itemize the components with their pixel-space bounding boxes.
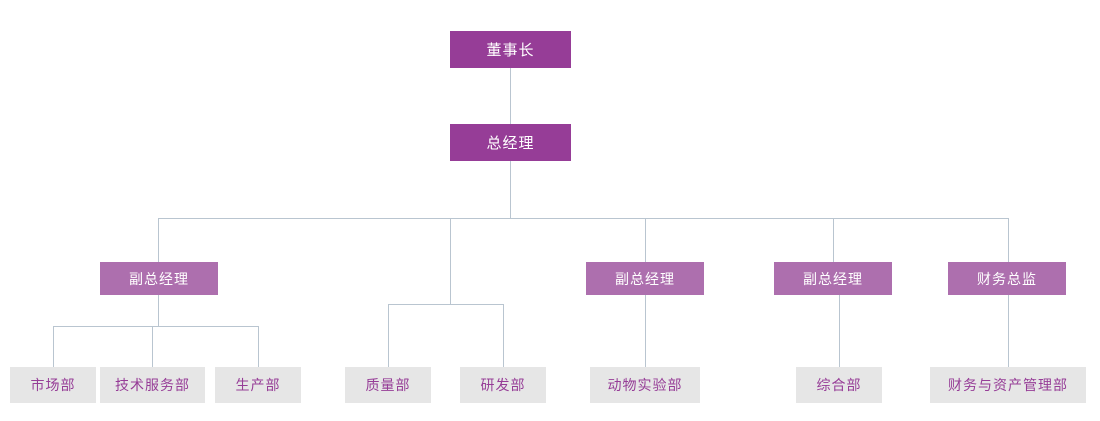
connector-vp1-stem	[158, 295, 159, 326]
connector-vp1-to-production	[258, 326, 259, 367]
connector-bus-to-vp3	[833, 218, 834, 262]
connector-bus-to-cfo	[1008, 218, 1009, 262]
connector-vp1-to-tech-service	[152, 326, 153, 367]
node-vp-1[interactable]: 副总经理	[100, 262, 218, 295]
node-chairman[interactable]: 董事长	[450, 31, 571, 68]
node-cfo[interactable]: 财务总监	[948, 262, 1066, 295]
connector-gm-stem	[510, 161, 511, 218]
connector-vp1-bus	[53, 326, 258, 327]
node-general-manager[interactable]: 总经理	[450, 124, 571, 161]
node-dept-general-affairs[interactable]: 综合部	[796, 367, 882, 403]
connector-gm-to-rnd	[503, 304, 504, 367]
connector-bus-to-vp2	[645, 218, 646, 262]
node-dept-rnd[interactable]: 研发部	[460, 367, 546, 403]
node-dept-production[interactable]: 生产部	[215, 367, 301, 403]
connector-gm-to-quality	[388, 304, 389, 367]
connector-vp3-to-general-affairs	[839, 295, 840, 367]
connector-vp2-to-animal-lab	[645, 295, 646, 367]
connector-chairman-to-gm	[510, 68, 511, 124]
connector-bus-to-quality-rnd	[450, 218, 451, 304]
node-dept-marketing[interactable]: 市场部	[10, 367, 96, 403]
connector-main-bus	[158, 218, 1009, 219]
connector-gm-sub-bus	[388, 304, 504, 305]
connector-cfo-to-finance-asset	[1008, 295, 1009, 367]
connector-bus-to-vp1	[158, 218, 159, 262]
node-dept-quality[interactable]: 质量部	[345, 367, 431, 403]
node-vp-3[interactable]: 副总经理	[774, 262, 892, 295]
node-dept-tech-service[interactable]: 技术服务部	[100, 367, 205, 403]
node-dept-animal-lab[interactable]: 动物实验部	[590, 367, 700, 403]
node-vp-2[interactable]: 副总经理	[586, 262, 704, 295]
node-dept-finance-asset[interactable]: 财务与资产管理部	[930, 367, 1086, 403]
connector-vp1-to-marketing	[53, 326, 54, 367]
